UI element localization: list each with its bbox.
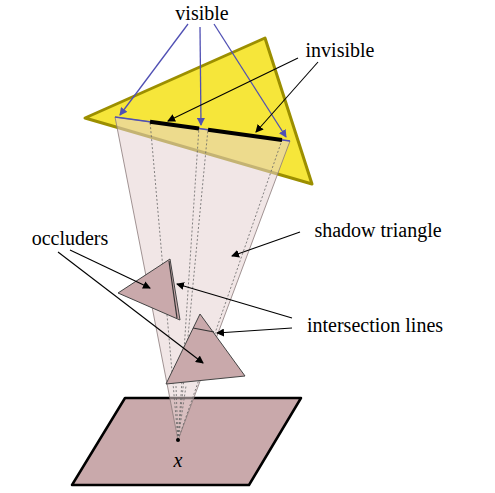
invisible-label: invisible bbox=[306, 40, 375, 60]
occluder-triangle bbox=[118, 259, 180, 320]
occluder-leaders bbox=[58, 250, 203, 363]
point-label: x bbox=[174, 450, 183, 470]
intersection-line bbox=[169, 261, 177, 318]
intersection-lines-label: intersection lines bbox=[307, 315, 443, 335]
invisible-segment bbox=[208, 130, 282, 140]
shadow-triangle-label: shadow triangle bbox=[314, 220, 441, 240]
visible-label: visible bbox=[175, 3, 228, 23]
intersection-leaders bbox=[177, 284, 292, 333]
intersection-line bbox=[193, 328, 214, 332]
shadow-leader bbox=[232, 232, 300, 256]
visible-leaders bbox=[120, 24, 286, 137]
occluders-label: occluders bbox=[32, 228, 109, 248]
invisible-leaders bbox=[168, 58, 318, 132]
occluder-triangle bbox=[166, 314, 245, 384]
invisible-segment bbox=[150, 122, 199, 129]
point-x bbox=[176, 438, 180, 442]
visible-segment bbox=[115, 117, 290, 141]
shadow-triangle bbox=[115, 117, 290, 440]
